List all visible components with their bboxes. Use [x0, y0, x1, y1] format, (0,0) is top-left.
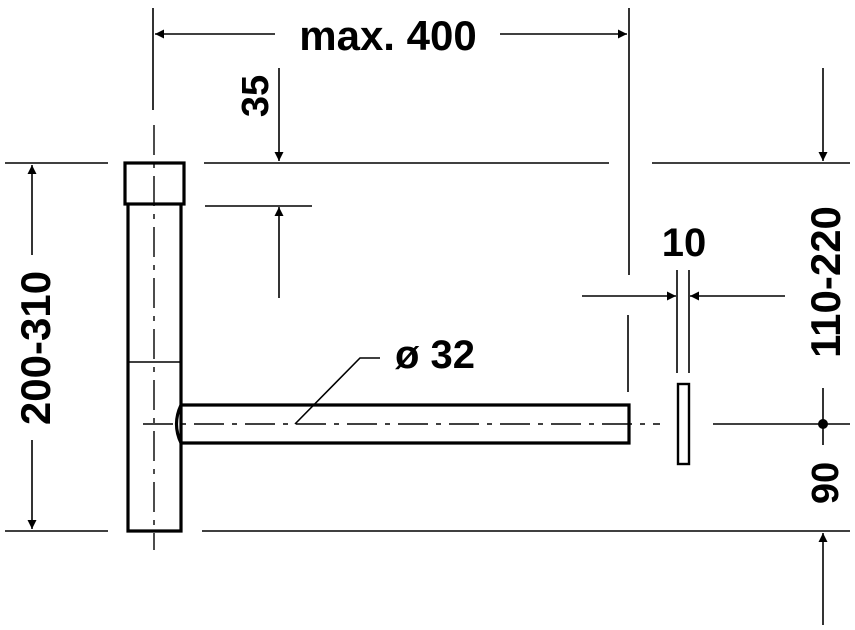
cap-height-label: 35: [235, 75, 277, 117]
max-length-label: max. 400: [299, 12, 476, 59]
siphon-assembly: [123, 125, 660, 550]
pipe-diameter-annotation: ø 32: [294, 333, 475, 425]
total-height-label: 200-310: [12, 271, 59, 425]
wall-thickness-dimension: 10: [582, 221, 785, 466]
total-height-dimension: 200-310: [12, 165, 59, 529]
leader-line: [294, 357, 380, 425]
pipe-junction: [174, 404, 183, 444]
wall-thickness-label: 10: [662, 221, 707, 265]
wall-section: [676, 382, 691, 466]
outlet-height-label: 110-220: [802, 206, 849, 358]
outlet-floor-dimension: 90: [805, 462, 847, 625]
cap-height-dimension: 35: [205, 68, 312, 298]
outlet-floor-label: 90: [805, 462, 847, 504]
vertical-pipe: [126, 204, 183, 533]
outlet-height-dimension: 110-220: [713, 68, 850, 445]
outlet-center-point: [818, 419, 828, 429]
pipe-diameter-label: ø 32: [395, 333, 475, 377]
max-length-dimension: max. 400: [152, 8, 630, 275]
